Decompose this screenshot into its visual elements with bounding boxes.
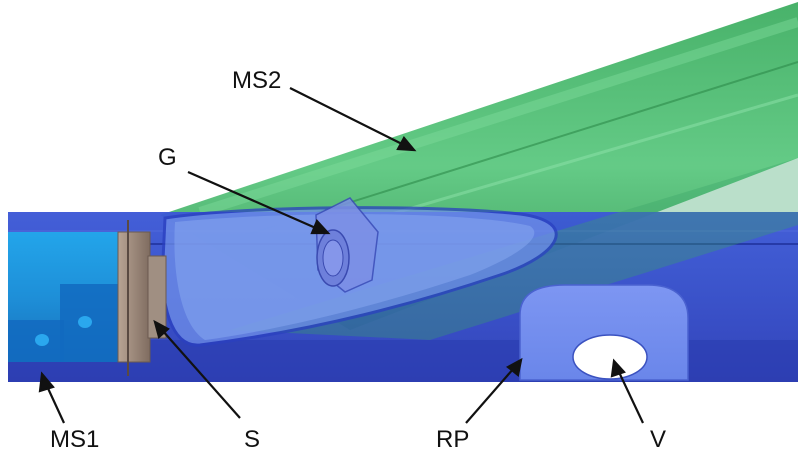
leader-arrows — [38, 87, 644, 424]
arrow-g — [187, 170, 319, 231]
arrowhead-s — [153, 319, 170, 340]
inner-shaft-ms1 — [8, 232, 123, 362]
arrowhead-v — [610, 358, 626, 378]
vent-hole-v — [572, 334, 648, 380]
arrow-v — [617, 369, 644, 424]
arrowhead-rp — [506, 357, 523, 377]
arrow-rp — [465, 367, 515, 424]
seal-s — [117, 220, 167, 376]
arrow-ms2 — [289, 87, 405, 146]
arrow-ms1 — [45, 383, 65, 424]
label-ms2: MS2 — [232, 67, 281, 94]
arrowhead-g — [310, 218, 331, 235]
arrowhead-ms2 — [396, 136, 417, 152]
label-v: V — [650, 426, 666, 453]
arrowhead-ms1 — [38, 371, 55, 393]
label-s: S — [244, 426, 260, 453]
arrow-s — [161, 329, 241, 419]
label-g: G — [158, 144, 177, 171]
label-ms1: MS1 — [50, 426, 99, 453]
guide-g — [315, 197, 379, 293]
label-rp: RP — [436, 426, 469, 453]
